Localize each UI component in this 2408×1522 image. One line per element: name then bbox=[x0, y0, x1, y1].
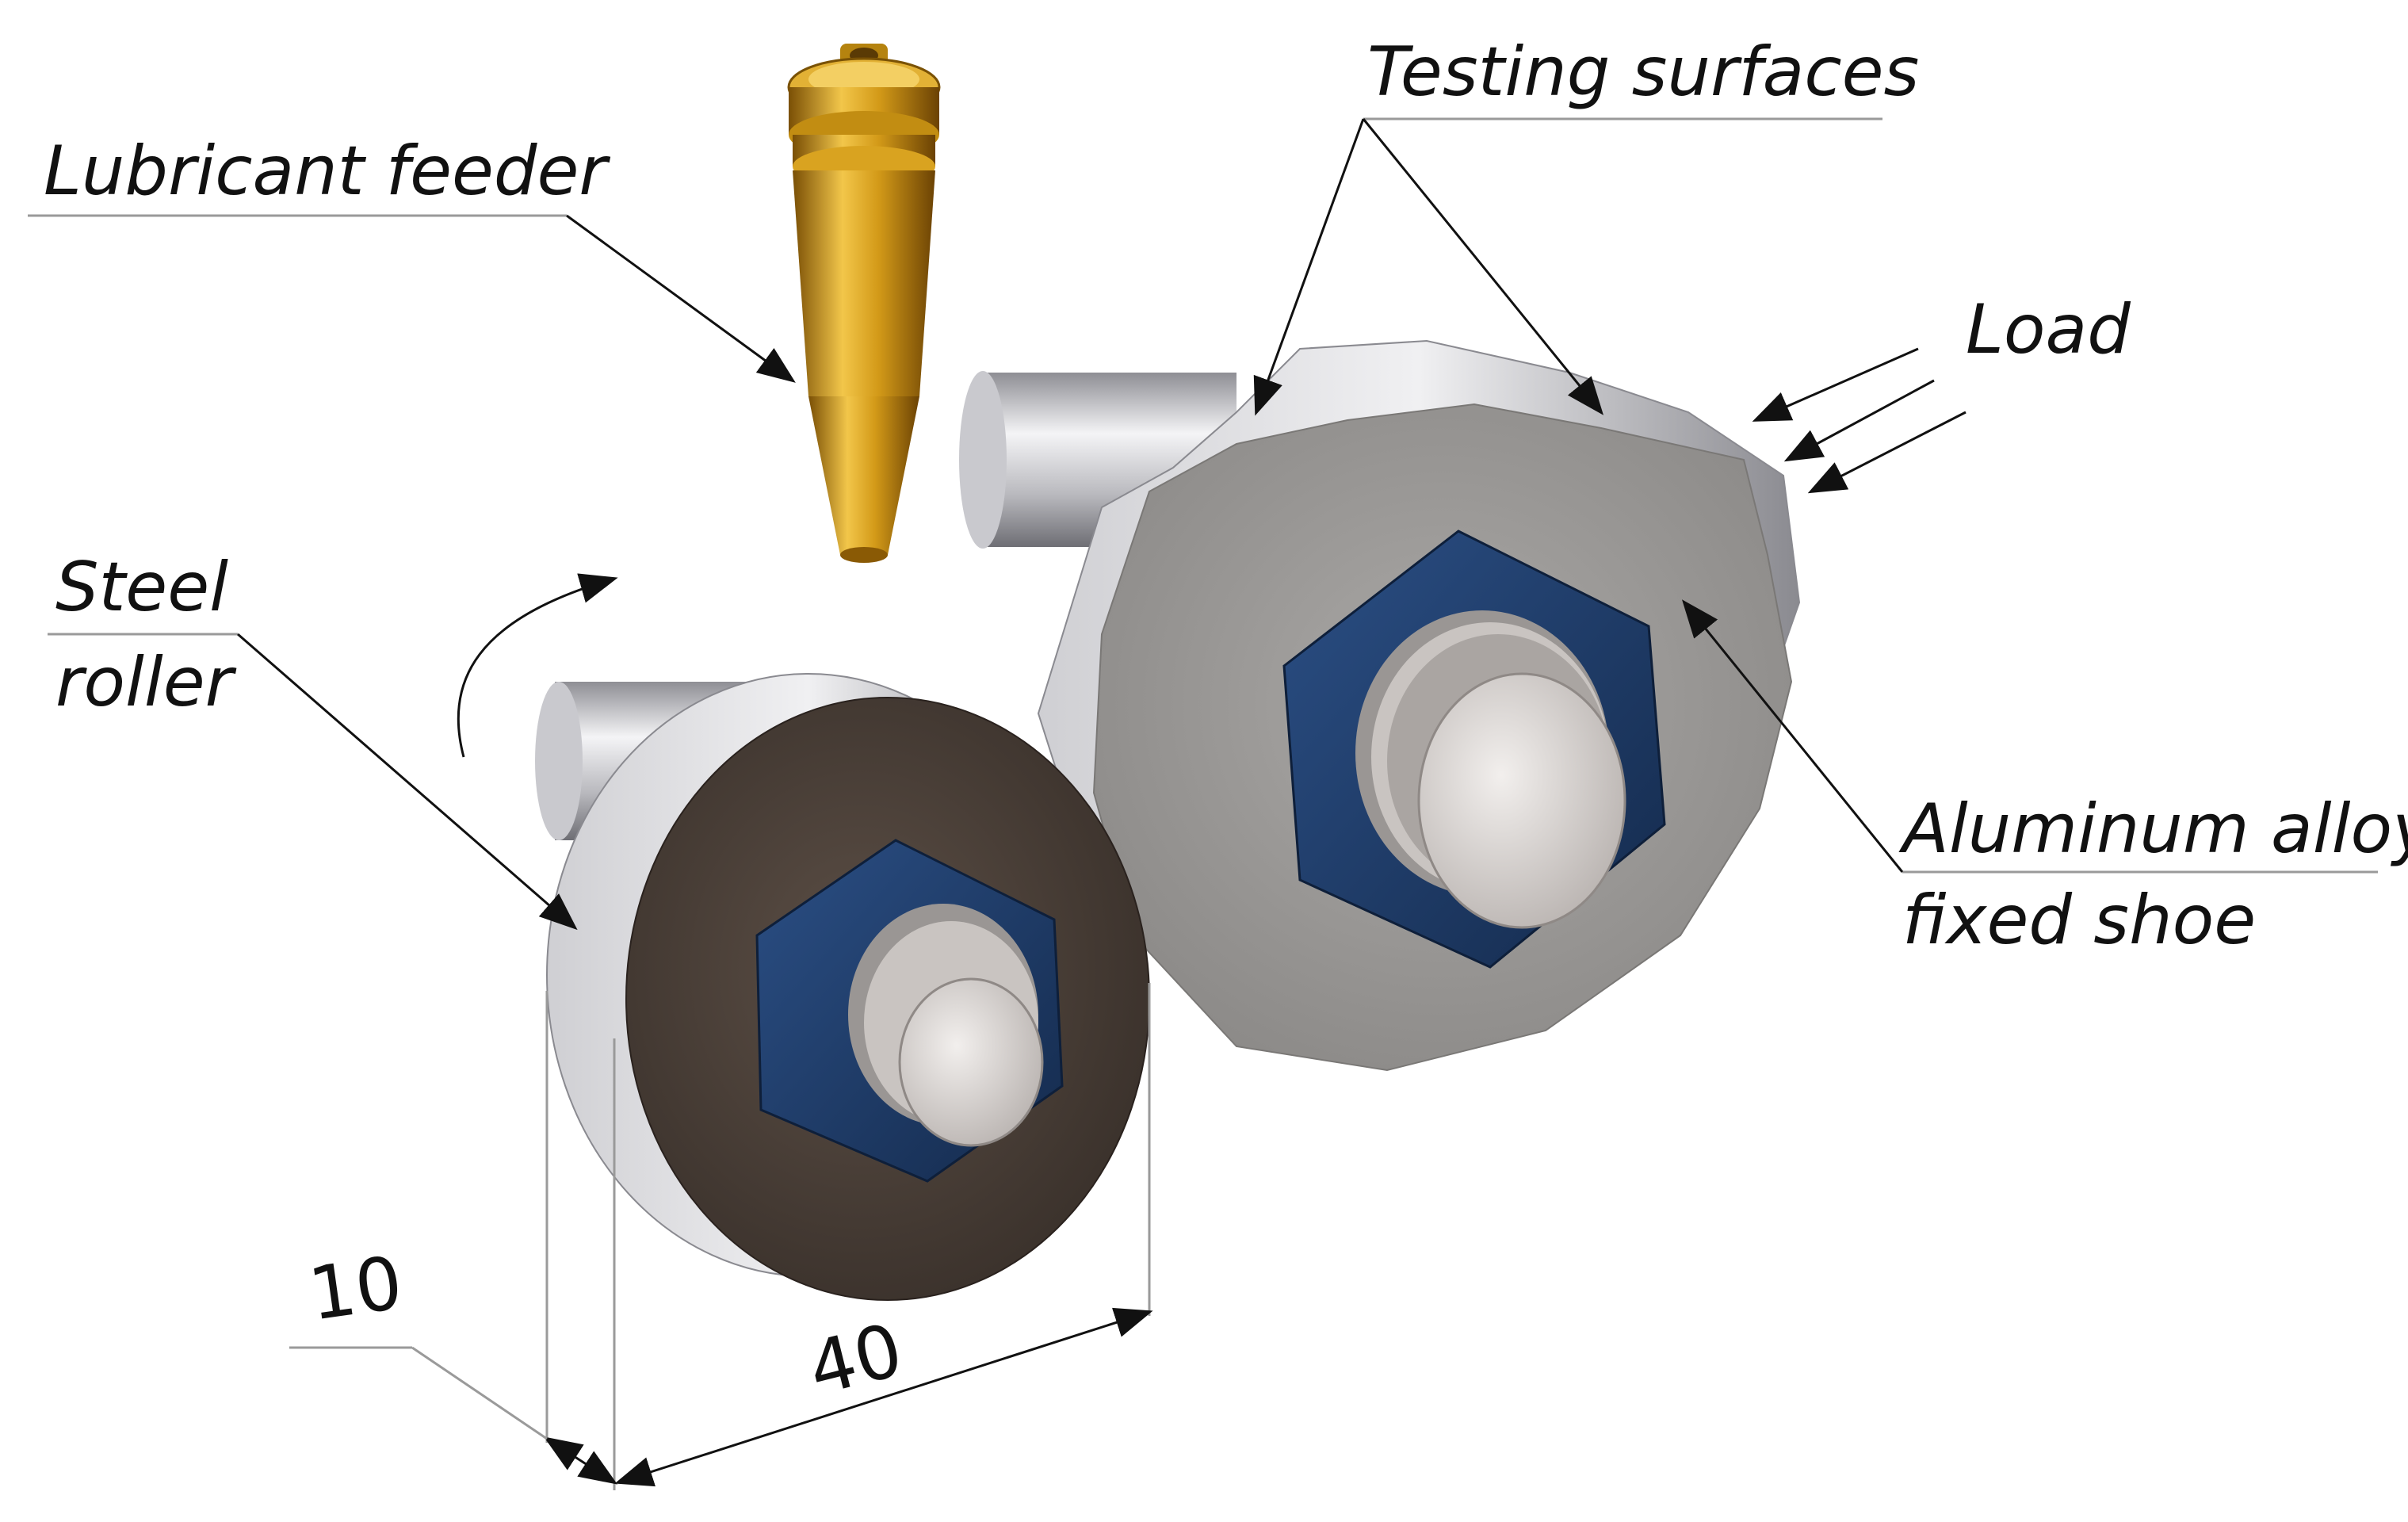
label-testing-surfaces: Testing surfaces bbox=[1367, 33, 1919, 112]
label-shoe-line1: Aluminum alloy bbox=[1898, 790, 2408, 869]
label-load: Load bbox=[1966, 290, 2131, 369]
dimension-lines bbox=[289, 983, 1153, 1490]
steel-roller-illustration bbox=[535, 673, 1150, 1301]
label-steel-roller-line2: roller bbox=[55, 643, 237, 722]
fixed-shoe-illustration bbox=[959, 339, 1801, 1072]
rotation-arrow bbox=[457, 573, 618, 758]
leader-lines bbox=[28, 117, 2378, 931]
label-steel-roller-line1: Steel bbox=[55, 548, 228, 627]
label-lubricant-feeder: Lubricant feeder bbox=[44, 132, 610, 211]
dimension-width-value: 10 bbox=[304, 1241, 407, 1337]
dimension-diameter-value: 40 bbox=[800, 1307, 910, 1412]
label-shoe-line2: fixed shoe bbox=[1902, 881, 2256, 960]
lubricant-feeder-illustration bbox=[787, 44, 941, 563]
